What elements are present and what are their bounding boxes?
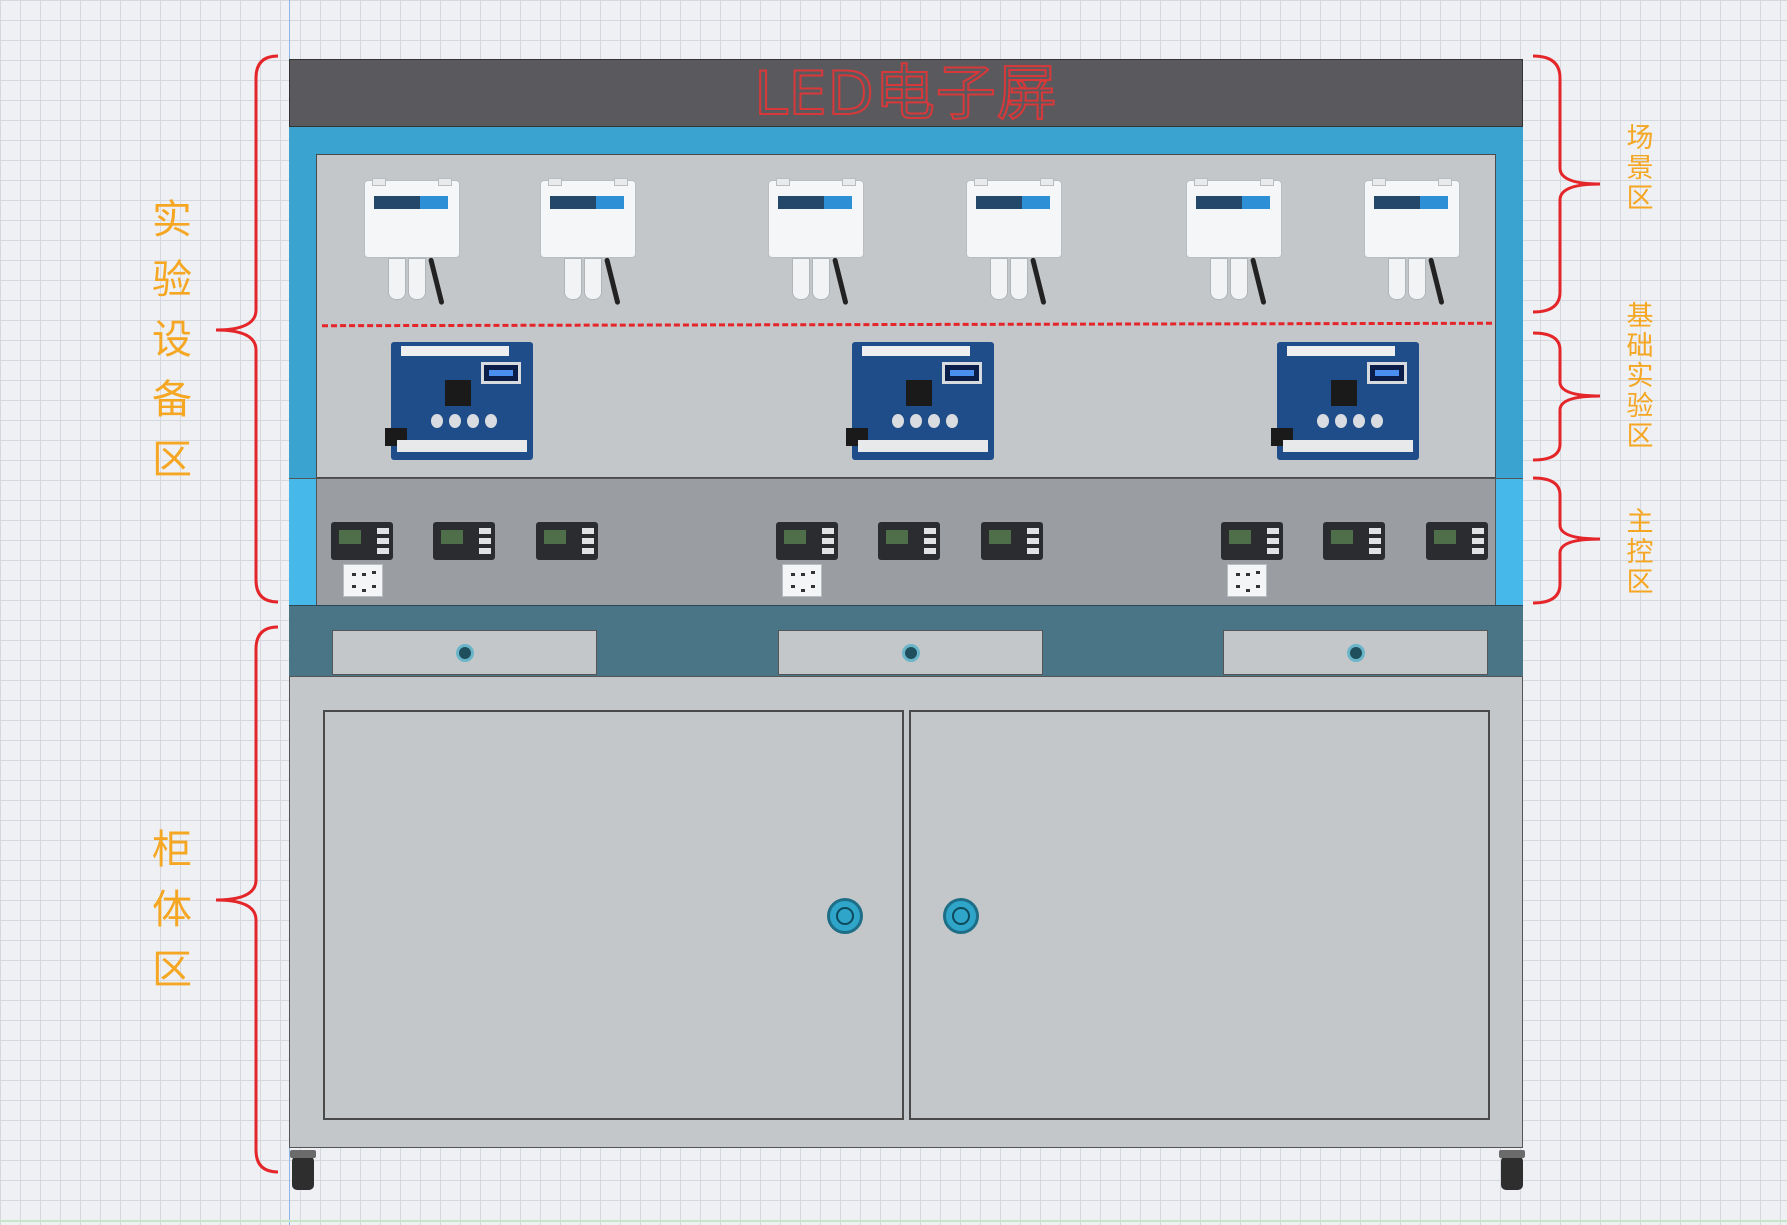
controller-module [331,522,393,560]
controller-module [1426,522,1488,560]
scene-sensor [362,178,462,308]
caster-wheel-icon [290,1150,316,1190]
cabinet-door-right[interactable] [909,710,1490,1120]
door-knob-icon [943,898,979,934]
label-cabinet-area: 柜体区 [152,827,192,993]
experiment-board [846,342,994,460]
scene-sensor [1362,178,1462,308]
label-basic-experiment-area: 基础实验区 [1626,301,1654,452]
door-knob-icon [827,898,863,934]
brace-scene-area [1532,54,1601,314]
led-screen: LED电子屏 [289,59,1523,127]
caster-wheel-icon [1499,1150,1525,1190]
label-main-control-area: 主控区 [1626,507,1654,598]
label-equipment-area: 实验设备区 [152,197,192,483]
controller-module [1221,522,1283,560]
drawer[interactable] [1223,630,1488,675]
scene-sensor [538,178,638,308]
scene-sensor [766,178,866,308]
brace-equipment-area [215,54,279,604]
led-screen-title: LED电子屏 [753,59,1058,129]
power-socket [1227,564,1267,597]
brace-main-area [1532,476,1601,605]
controller-module [981,522,1043,560]
drawer[interactable] [778,630,1043,675]
drawer[interactable] [332,630,597,675]
controller-module [1323,522,1385,560]
power-socket [782,564,822,597]
drawer-knob-icon [456,644,474,662]
label-scene-area: 场景区 [1626,123,1654,214]
controller-module [776,522,838,560]
canvas-guide-horizontal [0,1220,1787,1222]
controller-module [433,522,495,560]
controller-module [878,522,940,560]
controller-module [536,522,598,560]
drawer-knob-icon [902,644,920,662]
experiment-board [385,342,533,460]
cabinet-door-left[interactable] [323,710,904,1120]
scene-sensor [964,178,1064,308]
experiment-board [1271,342,1419,460]
power-socket [343,564,383,597]
brace-basic-area [1532,331,1601,462]
brace-cabinet-area [215,625,279,1174]
drawer-knob-icon [1347,644,1365,662]
scene-sensor [1184,178,1284,308]
